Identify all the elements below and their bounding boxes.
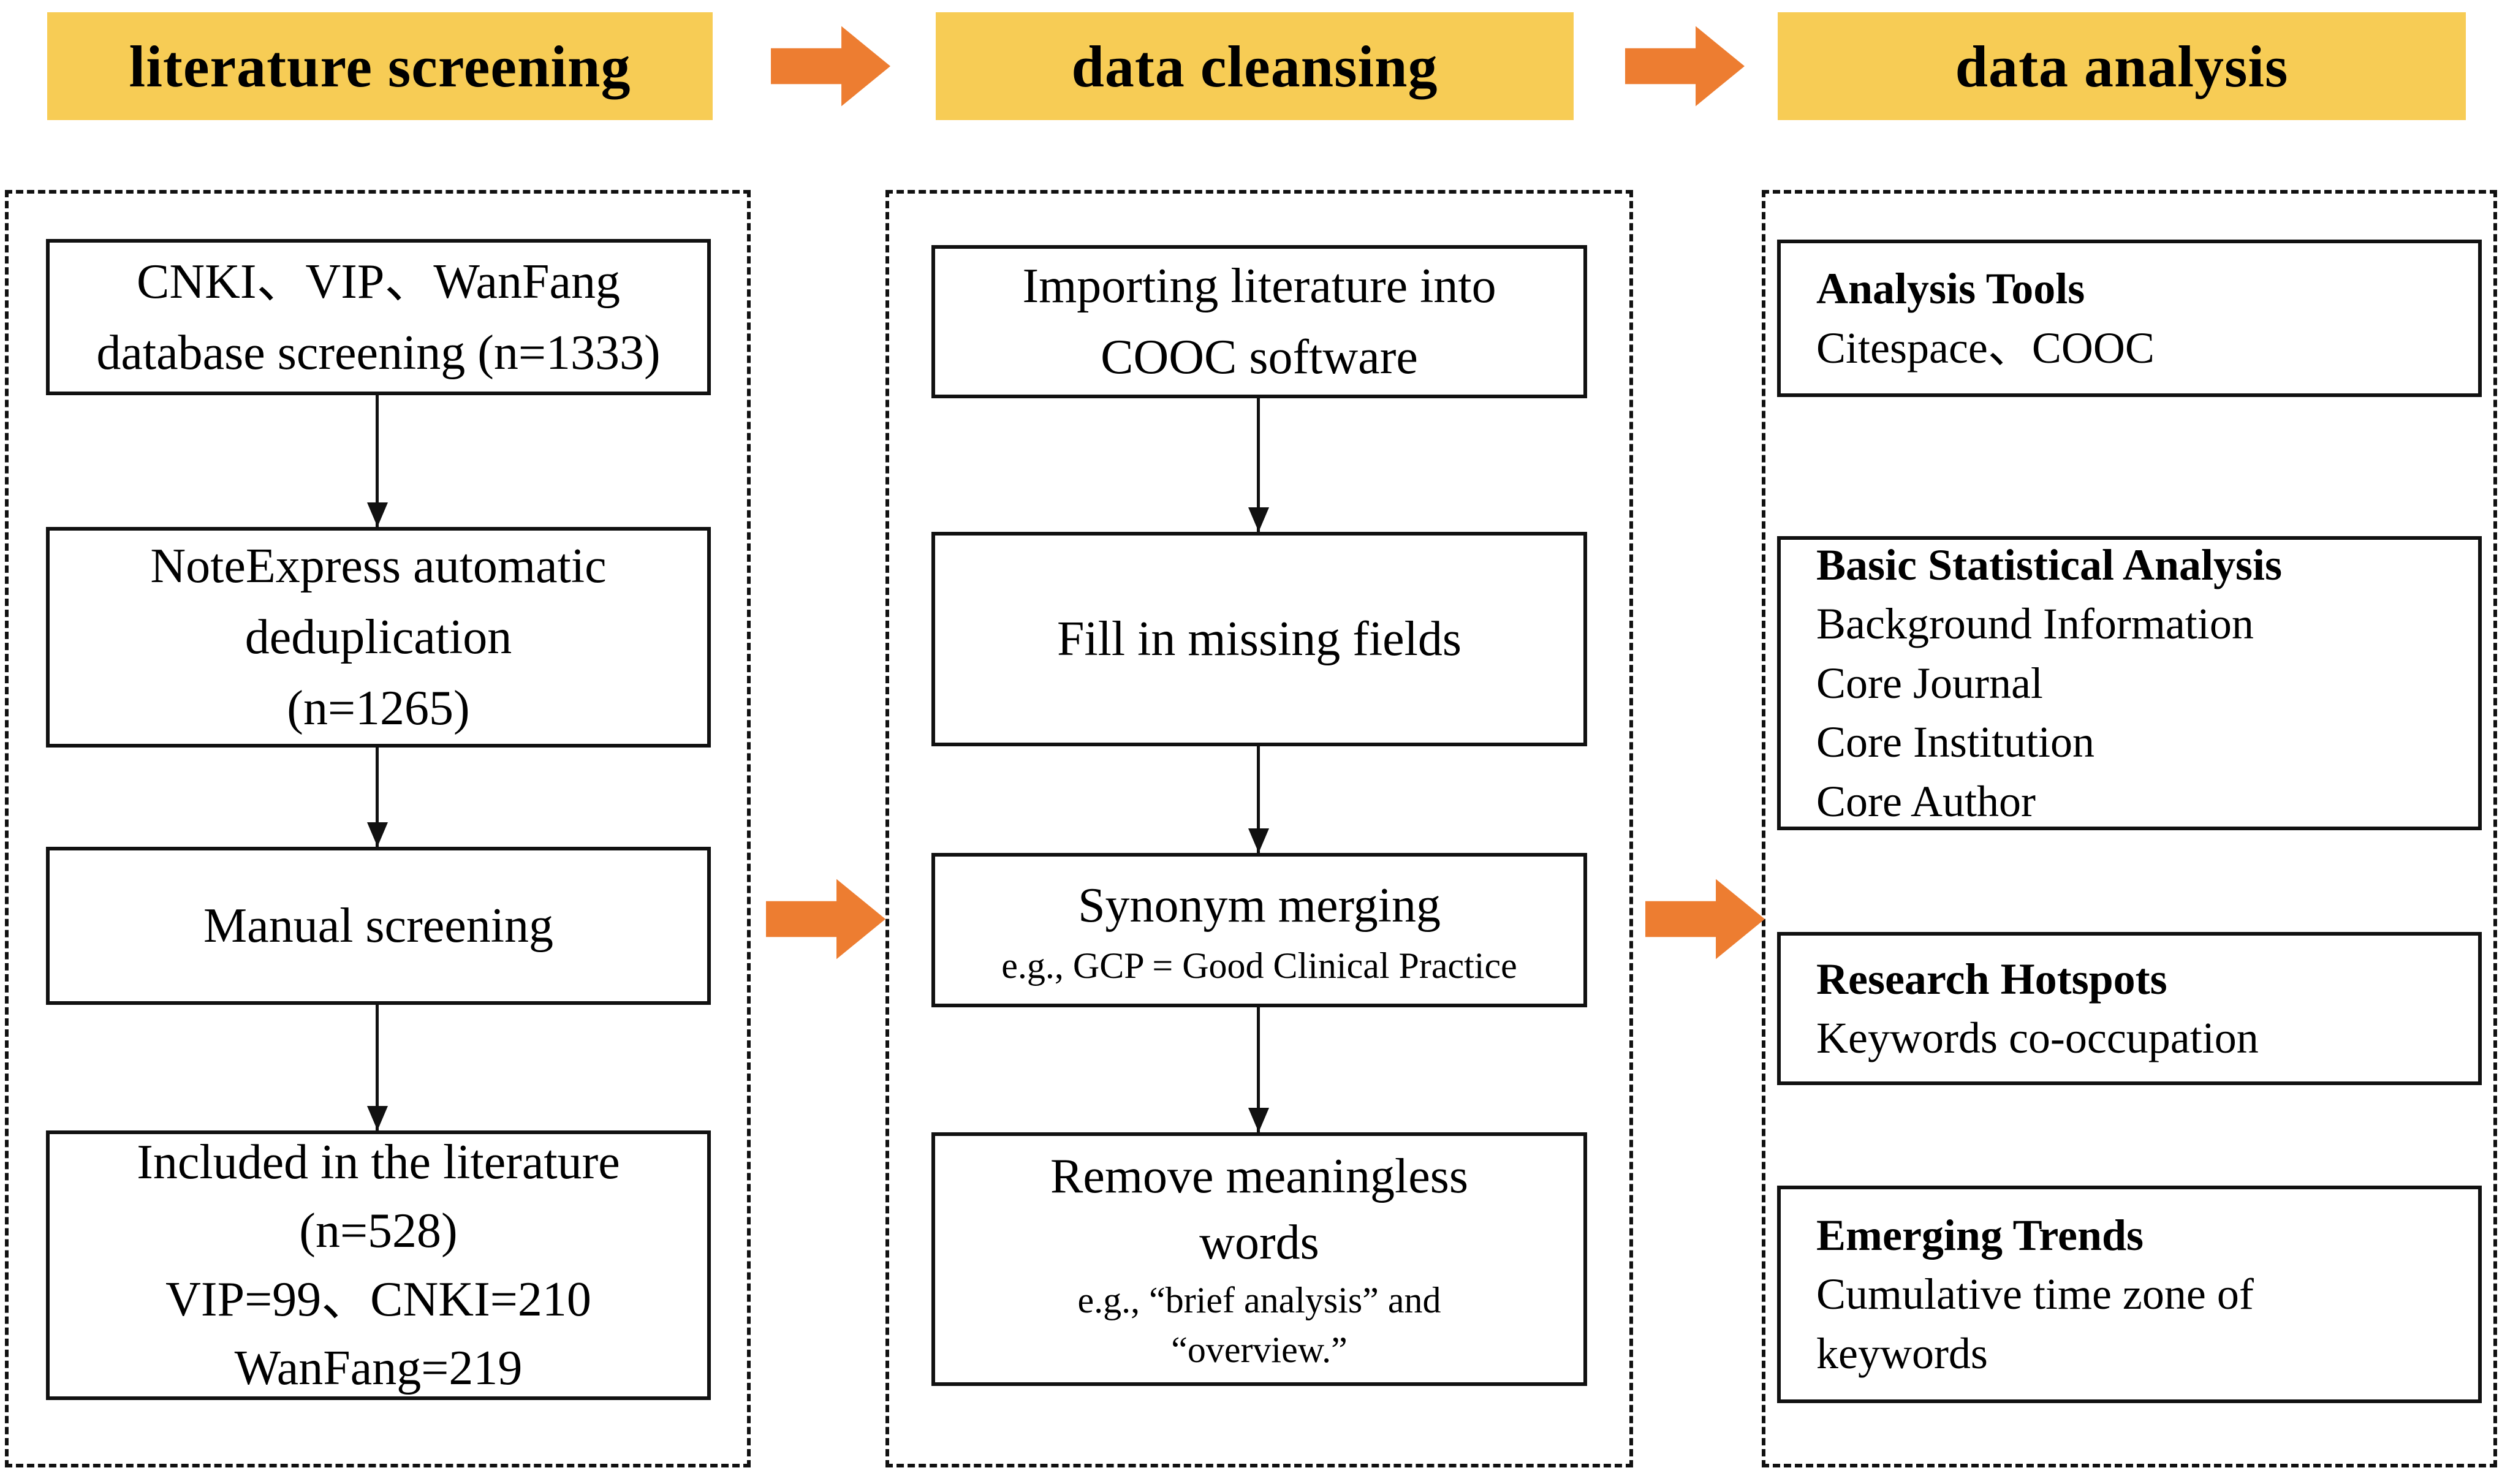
- arrow-down-icon: [367, 395, 388, 527]
- box-line: COOC software: [1101, 330, 1418, 384]
- arrow-down-icon: [367, 1005, 388, 1130]
- box-import-cooc: Importing literature into COOC software: [931, 245, 1587, 398]
- arrow-down-icon: [1248, 746, 1269, 853]
- box-emerging-trends: Emerging Trends Cumulative time zone of …: [1777, 1186, 2482, 1403]
- box-research-hotspots: Research Hotspots Keywords co-occupation: [1777, 932, 2482, 1085]
- box-line: WanFang=219: [234, 1341, 523, 1395]
- box-line: (n=528): [299, 1204, 458, 1258]
- box-line: Fill in missing fields: [1056, 612, 1462, 666]
- box-example-line: “overview.”: [1171, 1330, 1348, 1370]
- box-synonym-merging: Synonym merging e.g., GCP = Good Clinica…: [931, 853, 1587, 1007]
- box-line: (n=1265): [287, 681, 470, 735]
- header-literature-screening: literature screening: [47, 12, 713, 120]
- box-fill-missing-fields: Fill in missing fields: [931, 532, 1587, 746]
- box-line: database screening (n=1333): [96, 325, 661, 380]
- box-line: Remove meaningless: [1050, 1149, 1469, 1203]
- box-title: Research Hotspots: [1816, 954, 2167, 1004]
- box-example-line: e.g., GCP = Good Clinical Practice: [1001, 945, 1517, 986]
- box-remove-meaningless-words: Remove meaningless words e.g., “brief an…: [931, 1132, 1587, 1386]
- panel-data-analysis: [1762, 190, 2497, 1467]
- box-line: VIP=99、CNKI=210: [165, 1273, 591, 1327]
- box-line: CNKI、VIP、WanFang: [136, 254, 621, 309]
- box-line: Citespace、COOC: [1816, 323, 2155, 373]
- arrow-right-icon: [771, 20, 890, 112]
- box-line: deduplication: [245, 610, 512, 664]
- box-noteexpress-deduplication: NoteExpress automatic deduplication (n=1…: [46, 527, 711, 748]
- header-data-analysis: data analysis: [1778, 12, 2466, 120]
- box-title: Basic Statistical Analysis: [1816, 540, 2283, 589]
- box-line: Synonym merging: [1078, 878, 1441, 933]
- box-included-literature: Included in the literature (n=528) VIP=9…: [46, 1130, 711, 1400]
- box-line: Manual screening: [203, 899, 553, 953]
- box-title: Emerging Trends: [1816, 1210, 2144, 1260]
- box-analysis-tools: Analysis Tools Citespace、COOC: [1777, 240, 2482, 397]
- arrow-down-icon: [367, 748, 388, 847]
- box-line: words: [1199, 1216, 1319, 1270]
- box-line: Background Information: [1816, 599, 2254, 649]
- box-line: Included in the literature: [137, 1135, 620, 1189]
- box-database-screening: CNKI、VIP、WanFang database screening (n=1…: [46, 239, 711, 395]
- arrow-right-icon: [1625, 20, 1745, 112]
- arrow-right-icon: [1645, 873, 1765, 965]
- box-line: Cumulative time zone of: [1816, 1270, 2254, 1319]
- panel-data-cleansing: [885, 190, 1633, 1467]
- box-example-line: e.g., “brief analysis” and: [1077, 1280, 1441, 1320]
- box-line: keywords: [1816, 1328, 1988, 1378]
- box-line: Core Institution: [1816, 717, 2094, 767]
- panel-literature-screening: [5, 190, 751, 1467]
- box-manual-screening: Manual screening: [46, 847, 711, 1005]
- arrow-right-icon: [766, 873, 885, 965]
- box-title: Analysis Tools: [1816, 264, 2085, 314]
- header-data-cleansing: data cleansing: [936, 12, 1574, 120]
- box-line: Core Author: [1816, 776, 2036, 826]
- box-line: Core Journal: [1816, 658, 2043, 708]
- box-line: Importing literature into: [1022, 259, 1496, 313]
- arrow-down-icon: [1248, 398, 1269, 532]
- box-basic-statistical-analysis: Basic Statistical Analysis Background In…: [1777, 536, 2482, 830]
- box-line: Keywords co-occupation: [1816, 1013, 2259, 1062]
- box-line: NoteExpress automatic: [150, 539, 607, 593]
- arrow-down-icon: [1248, 1006, 1269, 1132]
